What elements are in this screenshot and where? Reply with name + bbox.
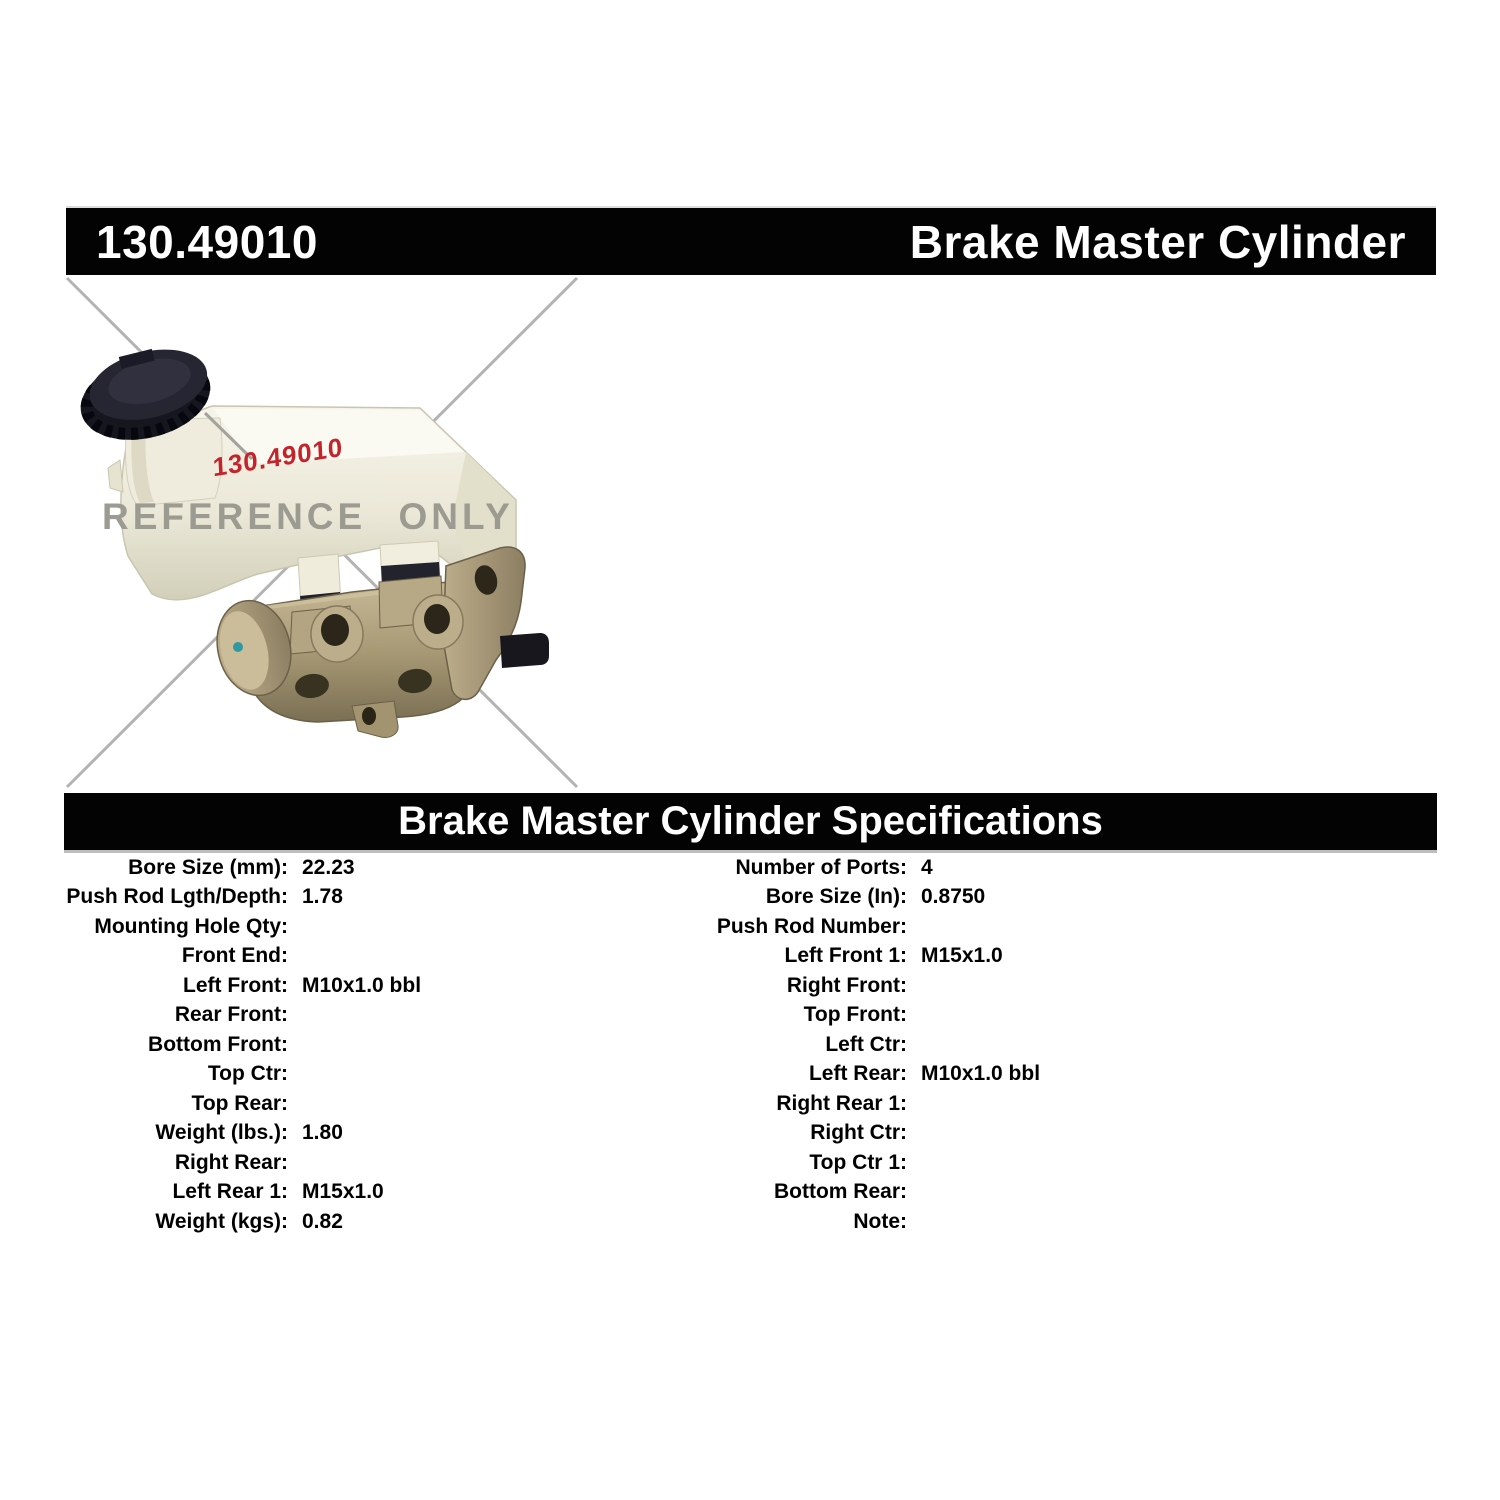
- spec-label: Top Ctr:: [207, 1062, 288, 1086]
- spec-section-header: Brake Master Cylinder Specifications: [64, 793, 1437, 853]
- page-title: Brake Master Cylinder: [909, 215, 1406, 268]
- spec-row: Weight (kgs): 0.82: [60, 1207, 640, 1237]
- spec-row: Weight (lbs.): 1.80: [60, 1119, 640, 1149]
- spec-row: Left Front: M10x1.0 bbl: [60, 971, 640, 1001]
- spec-label: Right Rear 1:: [776, 1091, 907, 1115]
- spec-row: Bottom Front:: [60, 1030, 640, 1060]
- spec-label: Rear Front:: [174, 1003, 288, 1027]
- spec-value: M10x1.0 bbl: [302, 973, 422, 997]
- spec-value: M15x1.0: [302, 1180, 384, 1204]
- spec-row: Left Rear 1: M15x1.0: [60, 1178, 640, 1208]
- spec-row: Bore Size (mm): 22.23: [60, 853, 640, 883]
- spec-row: Bottom Rear:: [660, 1178, 1280, 1208]
- brake-master-cylinder-photo: [65, 276, 579, 789]
- bleeder-dot: [233, 642, 243, 652]
- spec-row: Push Rod Lgth/Depth: 1.78: [60, 883, 640, 913]
- spec-row: Mounting Hole Qty:: [60, 912, 640, 942]
- spec-row: Push Rod Number:: [660, 912, 1280, 942]
- spec-label: Note:: [853, 1209, 907, 1233]
- spec-row: Right Rear 1:: [660, 1089, 1280, 1119]
- spec-row: Rear Front:: [60, 1001, 640, 1031]
- spec-row: Right Rear:: [60, 1148, 640, 1178]
- spec-label: Left Rear 1:: [172, 1180, 288, 1204]
- spec-row: Right Front:: [660, 971, 1280, 1001]
- spec-value: 1.78: [302, 885, 343, 909]
- cylinder-body: [216, 546, 549, 738]
- spec-label: Bottom Front:: [148, 1032, 288, 1056]
- spec-label: Push Rod Lgth/Depth:: [66, 885, 288, 909]
- spec-label: Top Ctr 1:: [809, 1150, 907, 1174]
- spec-value: M15x1.0: [921, 944, 1003, 968]
- spec-row: Top Ctr 1:: [660, 1148, 1280, 1178]
- spec-row: Bore Size (In): 0.8750: [660, 883, 1280, 913]
- spec-label: Bottom Rear:: [773, 1180, 907, 1204]
- spec-row: Note:: [660, 1207, 1280, 1237]
- reservoir-cap: [80, 348, 211, 440]
- spec-label: Front End:: [181, 944, 288, 968]
- spec-label: Bore Size (mm):: [128, 855, 288, 879]
- spec-row: Right Ctr:: [660, 1119, 1280, 1149]
- spec-label: Push Rod Number:: [716, 914, 907, 938]
- part-number: 130.49010: [96, 215, 318, 268]
- spec-label: Right Rear:: [174, 1150, 288, 1174]
- product-photo-area: 130.49010 REFERENCE ONLY: [60, 270, 605, 795]
- reference-only-watermark: REFERENCE ONLY: [102, 496, 514, 537]
- spec-label: Right Front:: [786, 973, 907, 997]
- spec-row: Left Ctr:: [660, 1030, 1280, 1060]
- spec-row: Left Rear: M10x1.0 bbl: [660, 1060, 1280, 1090]
- spec-row: Top Front:: [660, 1001, 1280, 1031]
- spec-value: 4: [921, 855, 933, 879]
- spec-value: 1.80: [302, 1121, 343, 1145]
- push-rod-stub: [500, 633, 549, 668]
- spec-value: 0.82: [302, 1209, 343, 1233]
- spec-label: Top Rear:: [191, 1091, 288, 1115]
- spec-label: Weight (lbs.):: [155, 1121, 288, 1145]
- spec-label: Mounting Hole Qty:: [94, 914, 288, 938]
- spec-value: M10x1.0 bbl: [921, 1062, 1041, 1086]
- spec-row: Left Front 1: M15x1.0: [660, 942, 1280, 972]
- spec-row: Top Ctr:: [60, 1060, 640, 1090]
- spec-label: Number of Ports:: [735, 855, 907, 879]
- spec-row: Top Rear:: [60, 1089, 640, 1119]
- spec-row: Front End:: [60, 942, 640, 972]
- spec-value: 0.8750: [921, 885, 986, 909]
- spec-label: Right Ctr:: [810, 1121, 907, 1145]
- spec-section-title: Brake Master Cylinder Specifications: [398, 799, 1103, 843]
- spec-label: Left Front 1:: [784, 944, 907, 968]
- spec-row: Number of Ports: 4: [660, 853, 1280, 883]
- spec-label: Top Front:: [803, 1003, 907, 1027]
- spec-value: 22.23: [302, 855, 355, 879]
- spec-label: Left Front:: [183, 973, 288, 997]
- header-bar: 130.49010 Brake Master Cylinder: [66, 206, 1436, 275]
- spec-label: Left Rear:: [808, 1062, 907, 1086]
- spec-label: Left Ctr:: [825, 1032, 907, 1056]
- spec-label: Bore Size (In):: [765, 885, 907, 909]
- spec-label: Weight (kgs):: [155, 1209, 288, 1233]
